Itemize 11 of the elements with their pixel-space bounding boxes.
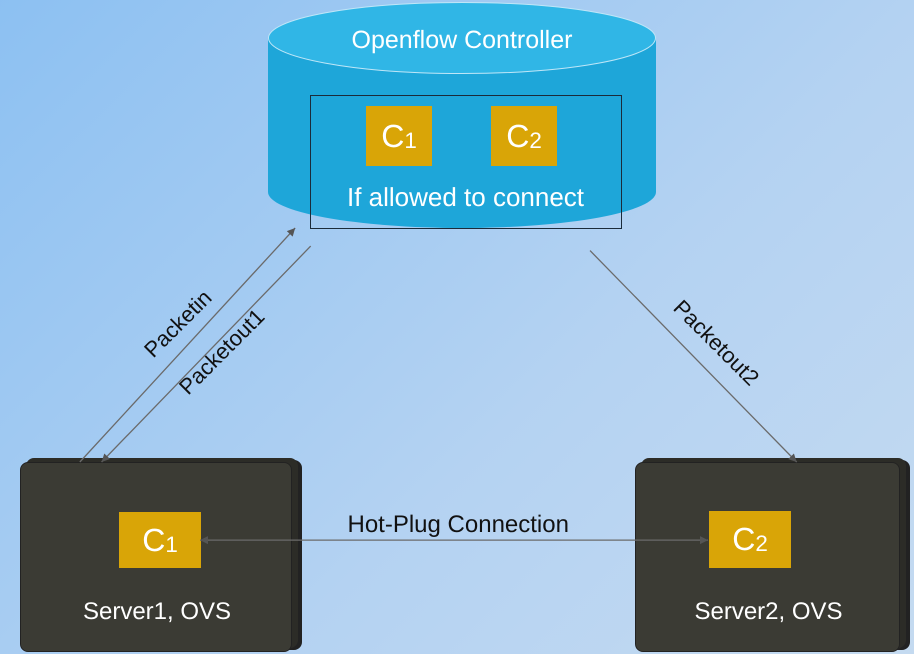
arrow [590,250,798,462]
group-frame [310,95,622,229]
edge-label: Hot-Plug Connection [348,511,569,539]
arrow [79,228,296,462]
server-label: Server2, OVS [693,598,844,626]
database-cylinder [268,2,656,228]
arrow [101,246,312,462]
server-label: Server1, OVS [82,598,232,626]
group-caption: If allowed to connect [346,182,586,213]
arrow [200,536,708,544]
node-title: Openflow Controller [350,26,574,55]
